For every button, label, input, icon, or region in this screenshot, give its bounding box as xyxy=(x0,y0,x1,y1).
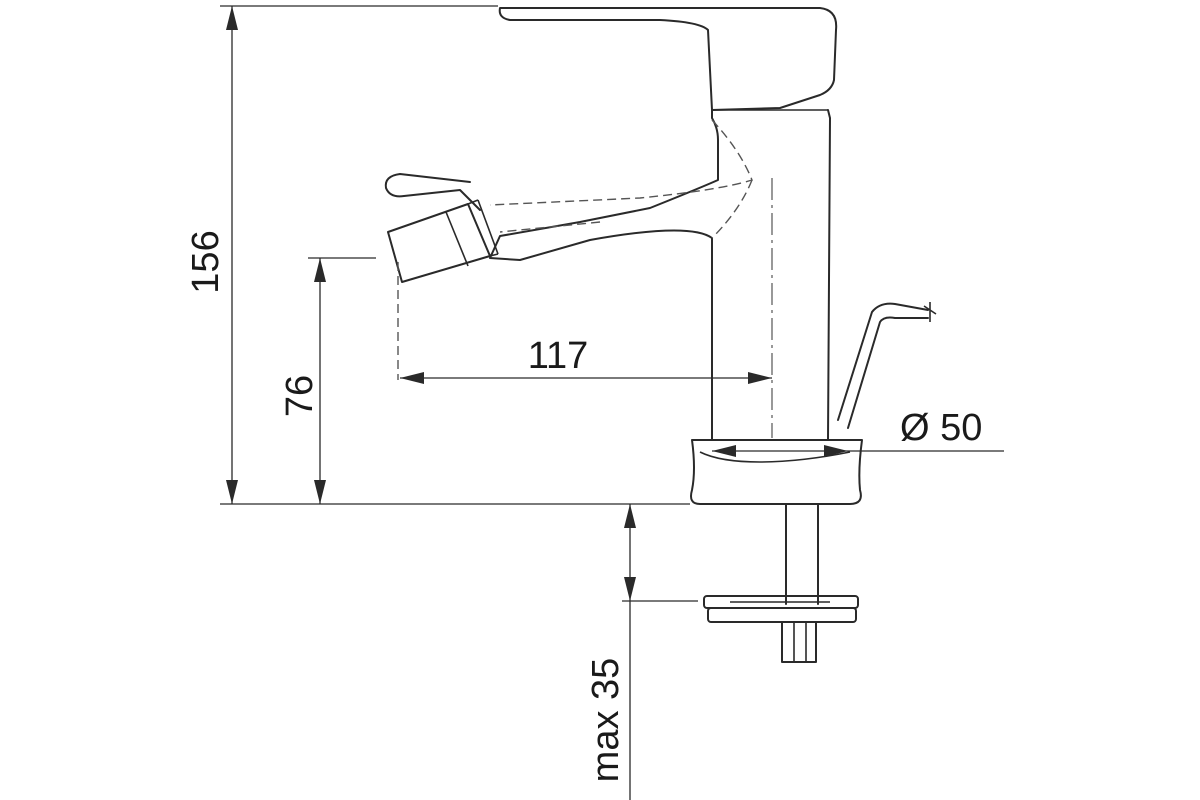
dim-label-spout-height: 76 xyxy=(279,375,321,417)
popup-rod-tip xyxy=(923,302,937,322)
spout-hidden-curve-upper xyxy=(489,119,753,206)
faucet-outline xyxy=(384,7,937,663)
dimension-base-diameter xyxy=(712,445,1004,457)
faucet-body xyxy=(489,109,831,441)
hex-nut xyxy=(781,621,817,663)
spray-nozzle xyxy=(387,199,499,283)
lever-handle xyxy=(498,7,838,111)
diverter-tab xyxy=(384,173,481,211)
dim-label-total-height: 156 xyxy=(185,230,227,293)
dimension-spout-reach xyxy=(400,372,772,384)
dim-label-base-diameter: Ø 50 xyxy=(900,407,982,449)
dim-label-spout-reach: 117 xyxy=(528,335,589,377)
spout-hidden-curve-lower xyxy=(499,179,753,239)
dimension-counter-thickness xyxy=(622,504,698,800)
mounting-plate xyxy=(703,595,859,623)
dim-label-counter-thickness: max 35 xyxy=(585,658,627,783)
dimension-spout-height xyxy=(308,257,376,504)
base-collar xyxy=(690,439,863,505)
dimension-total-height xyxy=(220,5,690,505)
popup-rod xyxy=(837,302,929,429)
